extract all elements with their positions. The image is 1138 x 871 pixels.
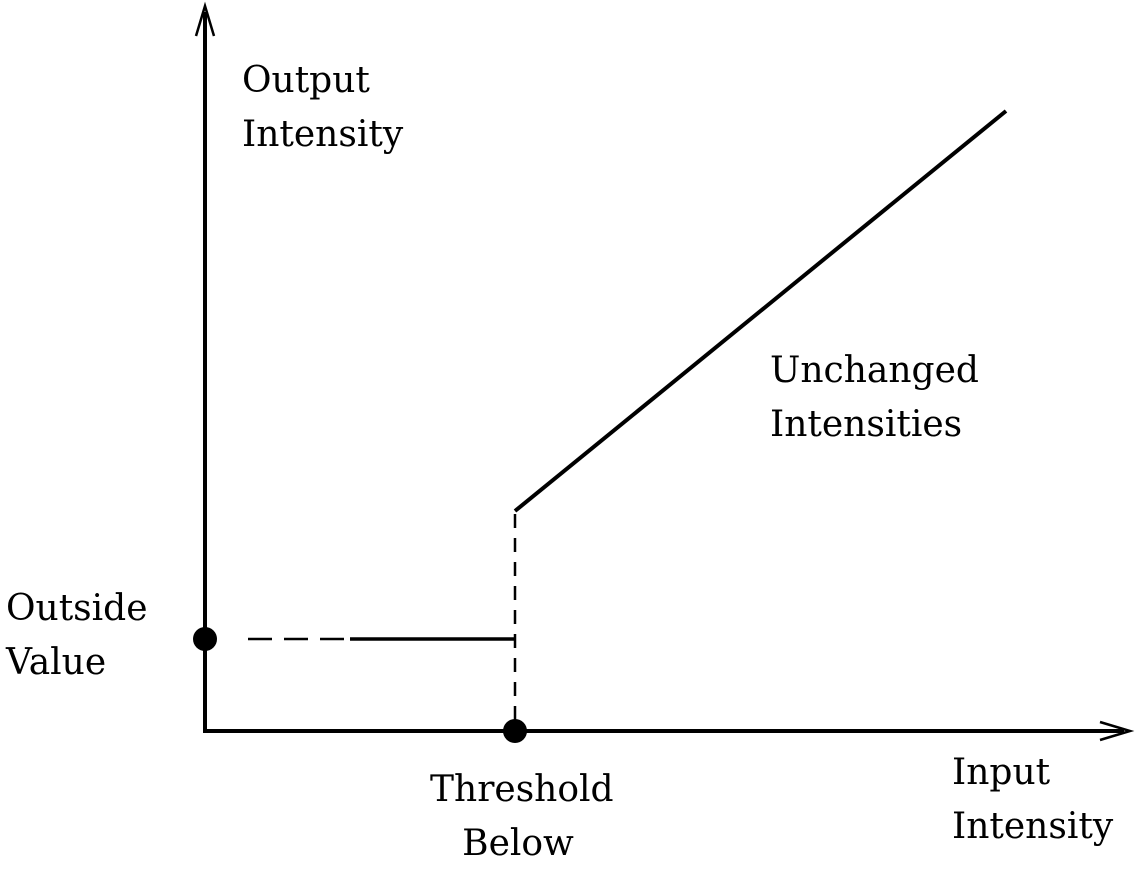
unchanged-intensities-label: Unchanged Intensities xyxy=(770,344,979,452)
unchanged-intensity-line xyxy=(513,109,1008,513)
threshold-below-label: Threshold Below xyxy=(430,763,614,871)
threshold-label-line-1: Threshold xyxy=(430,769,614,810)
unchanged-label-line-1: Unchanged xyxy=(770,350,979,391)
x-axis-label-line-2: Intensity xyxy=(952,806,1114,847)
outside-value-label-line-2: Value xyxy=(6,642,107,683)
y-axis-arrowhead xyxy=(194,1,216,37)
y-axis-label-line-2: Intensity xyxy=(242,114,404,155)
x-axis-label: Input Intensity xyxy=(952,746,1113,854)
y-axis-label-line-1: Output xyxy=(242,60,370,101)
outside-value-label-line-1: Outside xyxy=(6,588,148,629)
outside-value-label: Outside Value xyxy=(6,582,148,690)
y-axis-label: Output Intensity xyxy=(242,54,403,162)
outside-value-point xyxy=(193,627,217,651)
x-axis-label-line-1: Input xyxy=(952,752,1051,793)
threshold-label-line-2: Below xyxy=(462,823,574,864)
x-axis-arrowhead xyxy=(1099,720,1135,742)
threshold-point xyxy=(503,719,527,743)
unchanged-label-line-2: Intensities xyxy=(770,404,963,445)
